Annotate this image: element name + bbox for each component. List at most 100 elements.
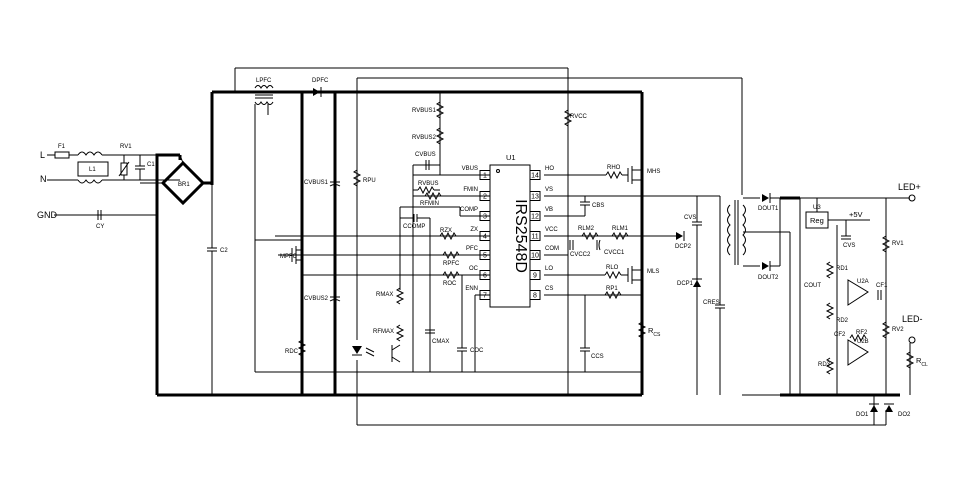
ic-pin-number: 14 xyxy=(531,173,539,180)
label-rv1-input: RV1 xyxy=(120,144,132,150)
ic-pin-9 xyxy=(529,270,541,280)
output-control: Reg U3 +5V CVS RD1 RD2 RD3 U2A CF1 U2B C… xyxy=(805,182,928,425)
label-rd3: RD3 xyxy=(818,362,831,368)
fuse-f1 xyxy=(54,151,70,159)
label-rv1-output: RV1 xyxy=(892,241,904,247)
label-rvcc: RVCC xyxy=(570,114,588,120)
label-cvbus1: CVBUS1 xyxy=(304,180,329,186)
label-cvs-output: CVS xyxy=(843,243,855,249)
ic-pin-name: VCC xyxy=(545,227,558,233)
label-rvbus2: RVBUS2 xyxy=(412,135,437,141)
ic-pin-name: OC xyxy=(469,266,479,272)
label-cvs: CVS xyxy=(684,215,696,221)
ic-pin-name: ZX xyxy=(470,227,478,233)
label-led-minus: LED- xyxy=(902,314,923,324)
label-rdc: RDC xyxy=(285,349,299,355)
label-cvbus: CVBUS xyxy=(415,152,436,158)
inductor-lpfc xyxy=(254,85,274,89)
l1-box xyxy=(77,161,109,177)
ic-pin-name: VS xyxy=(545,187,553,193)
label-rpfc: RPFC xyxy=(443,261,460,267)
label-do2: DO2 xyxy=(898,412,911,418)
high-voltage-bus xyxy=(210,90,644,395)
label-dpfc: DPFC xyxy=(312,78,329,84)
label-coc: COC xyxy=(470,348,484,354)
ic-pin-name: VB xyxy=(545,207,553,213)
ic-pin-number: 3 xyxy=(483,214,487,221)
label-rfmax: RFMAX xyxy=(373,329,394,335)
ic-pin-7 xyxy=(479,290,491,300)
ic-pin-6 xyxy=(479,270,491,280)
label-dcp1: DCP1 xyxy=(677,281,694,287)
ic-pin-name: COM xyxy=(545,246,559,252)
label-f1: F1 xyxy=(58,144,66,150)
label-ccs: CCS xyxy=(591,354,604,360)
ic-pin-number: 11 xyxy=(531,234,538,241)
ic-pin-name: CS xyxy=(545,286,553,292)
label-cf1: CF1 xyxy=(876,283,888,289)
label-mpfc: MPFC xyxy=(280,254,298,260)
resistor-rcl xyxy=(905,351,915,369)
diode-dcp1 xyxy=(693,280,701,287)
label-ccomp: CCOMP xyxy=(403,224,425,230)
bridge-rectifier-br1 xyxy=(160,160,206,206)
ic-pin-name: COMP xyxy=(460,207,478,213)
label-cres: CRES xyxy=(703,300,720,306)
ic-pin-name: LO xyxy=(545,266,553,272)
ic-u1: U1 IRS2548D 1VBUS2FMIN3COMP4ZX5PFC6OC7EN… xyxy=(460,153,559,308)
ic-ref-label: U1 xyxy=(506,153,516,162)
ic-pin-name: HO xyxy=(545,166,554,172)
opamp-u2a xyxy=(847,279,869,306)
label-rf2: RF2 xyxy=(856,330,868,336)
label-cvbus2: CVBUS2 xyxy=(304,296,329,302)
label-rd1: RD1 xyxy=(836,266,849,272)
label-u2a: U2A xyxy=(857,279,869,285)
inductor-l1-top xyxy=(77,151,103,156)
label-u2b: U2B xyxy=(857,339,869,345)
ic-pin-name: PFC xyxy=(466,246,479,252)
label-rzx: RZX xyxy=(440,228,452,234)
label-dout1: DOUT1 xyxy=(758,206,779,212)
ic-pin-4 xyxy=(479,231,491,241)
label-reg: Reg xyxy=(810,216,824,225)
transformer-secondary xyxy=(742,204,746,256)
ic-pin-number: 2 xyxy=(483,194,487,201)
resistor-rdc xyxy=(297,339,307,357)
feedback-wires xyxy=(234,67,887,426)
diode-dout2 xyxy=(762,262,769,270)
ic-pin-number: 4 xyxy=(483,234,487,241)
label-dcp2: DCP2 xyxy=(675,244,692,250)
ic-pin-number: 10 xyxy=(531,253,539,260)
label-plus5v: +5V xyxy=(849,210,863,219)
ic-pin-number: 5 xyxy=(483,253,487,260)
label-lpfc: LPFC xyxy=(256,78,272,84)
resistor-rho xyxy=(605,170,623,180)
ic-pin-13 xyxy=(529,191,541,201)
label-cbs: CBS xyxy=(592,203,604,209)
label-rlm1: RLM1 xyxy=(612,226,629,232)
label-rpu: RPU xyxy=(363,178,376,184)
label-rvbus1: RVBUS1 xyxy=(412,108,437,114)
ground-label: GND xyxy=(37,210,58,220)
label-c2: C2 xyxy=(220,248,228,254)
label-mls: MLS xyxy=(647,269,659,275)
ic-pin-number: 8 xyxy=(533,293,537,300)
control-network: RVBUS1 RVBUS2 CVBUS RVBUS RFMIN CCOMP RZ… xyxy=(275,92,490,372)
inductor-l1-bottom xyxy=(77,179,103,184)
resistor-rpu xyxy=(352,169,362,187)
label-rv2: RV2 xyxy=(892,327,904,333)
label-rp1: RP1 xyxy=(606,286,618,292)
label-rho: RHO xyxy=(607,165,621,171)
pfc-section: LPFC DPFC CVBUS1 CVBUS2 RPU MPFC RDC xyxy=(254,78,642,373)
diode-do2 xyxy=(885,405,893,412)
label-dout2: DOUT2 xyxy=(758,275,779,281)
ic-pin-name: ENN xyxy=(465,286,478,292)
label-do1: DO1 xyxy=(856,412,869,418)
input-section: L N GND F1 L1 RV1 C1 CY xyxy=(37,144,228,395)
label-br1: BR1 xyxy=(178,182,190,188)
opamp-u2b xyxy=(847,339,869,366)
label-rmax: RMAX xyxy=(376,292,393,298)
ic-part-label: IRS2548D xyxy=(512,199,529,273)
label-rvbus: RVBUS xyxy=(418,181,439,187)
diode-dout1 xyxy=(762,194,769,202)
